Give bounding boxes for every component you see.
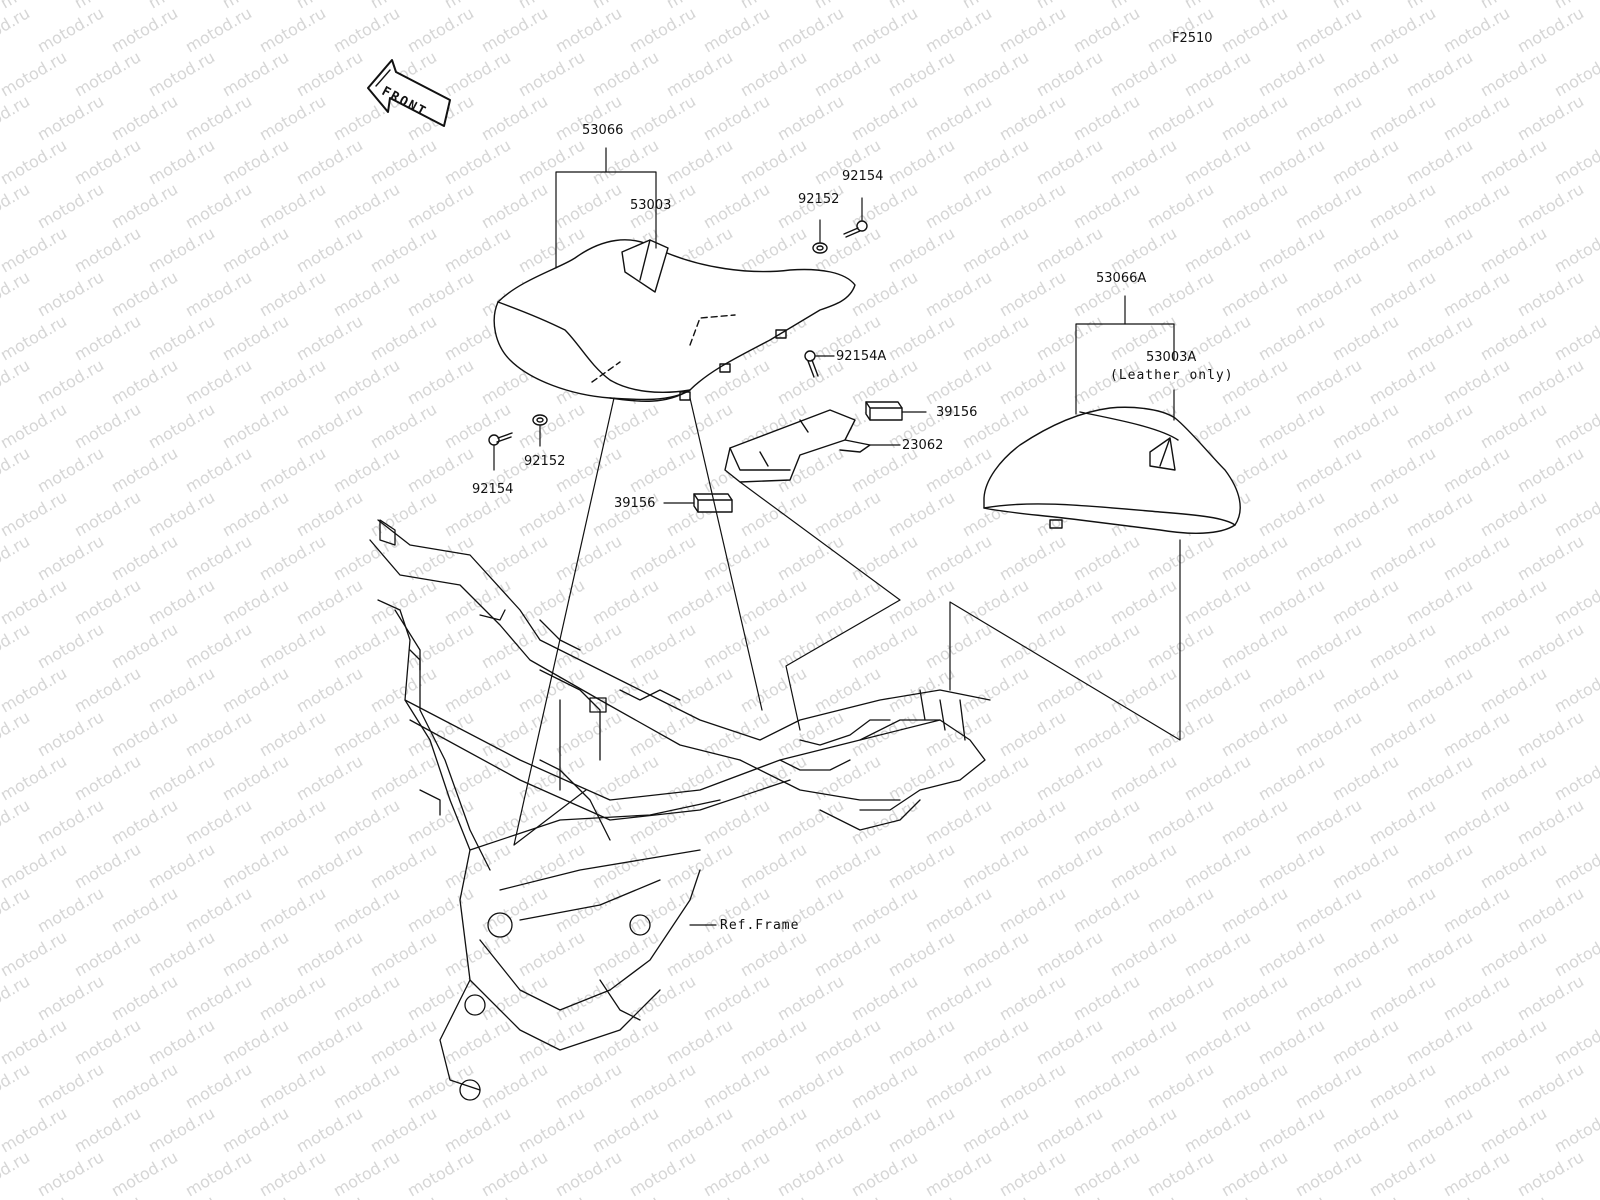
collar-top-icon [812,242,828,254]
callout-92154A: 92154A [836,349,887,364]
rubber-damper-left [693,493,733,513]
callout-92154-left: 92154 [472,482,514,497]
callout-53066: 53066 [582,123,624,138]
callout-leather-note: (Leather only) [1110,368,1234,383]
front-seat [493,239,856,402]
callout-ref-frame: Ref.Frame [720,918,800,933]
callout-53003: 53003 [630,198,672,213]
bolt-bracket-icon [804,350,819,378]
front-arrow-icon [367,59,451,127]
callout-39156-right: 39156 [936,405,978,420]
frame [369,519,991,1101]
rubber-damper-right [865,401,903,421]
callout-53003A: 53003A [1146,350,1197,365]
callout-92152-left: 92152 [524,454,566,469]
callout-39156-left: 39156 [614,496,656,511]
bolt-left-icon [488,432,513,446]
seat-bracket [724,409,871,483]
callout-92154-top: 92154 [842,169,884,184]
bolt-top-icon [843,220,868,238]
callout-92152-top: 92152 [798,192,840,207]
figure-code: F2510 [1172,31,1213,46]
collar-left-icon [532,414,548,426]
leader-lines [493,147,1181,926]
callout-53066A: 53066A [1096,271,1147,286]
rear-seat [983,406,1241,534]
callout-23062: 23062 [902,438,944,453]
